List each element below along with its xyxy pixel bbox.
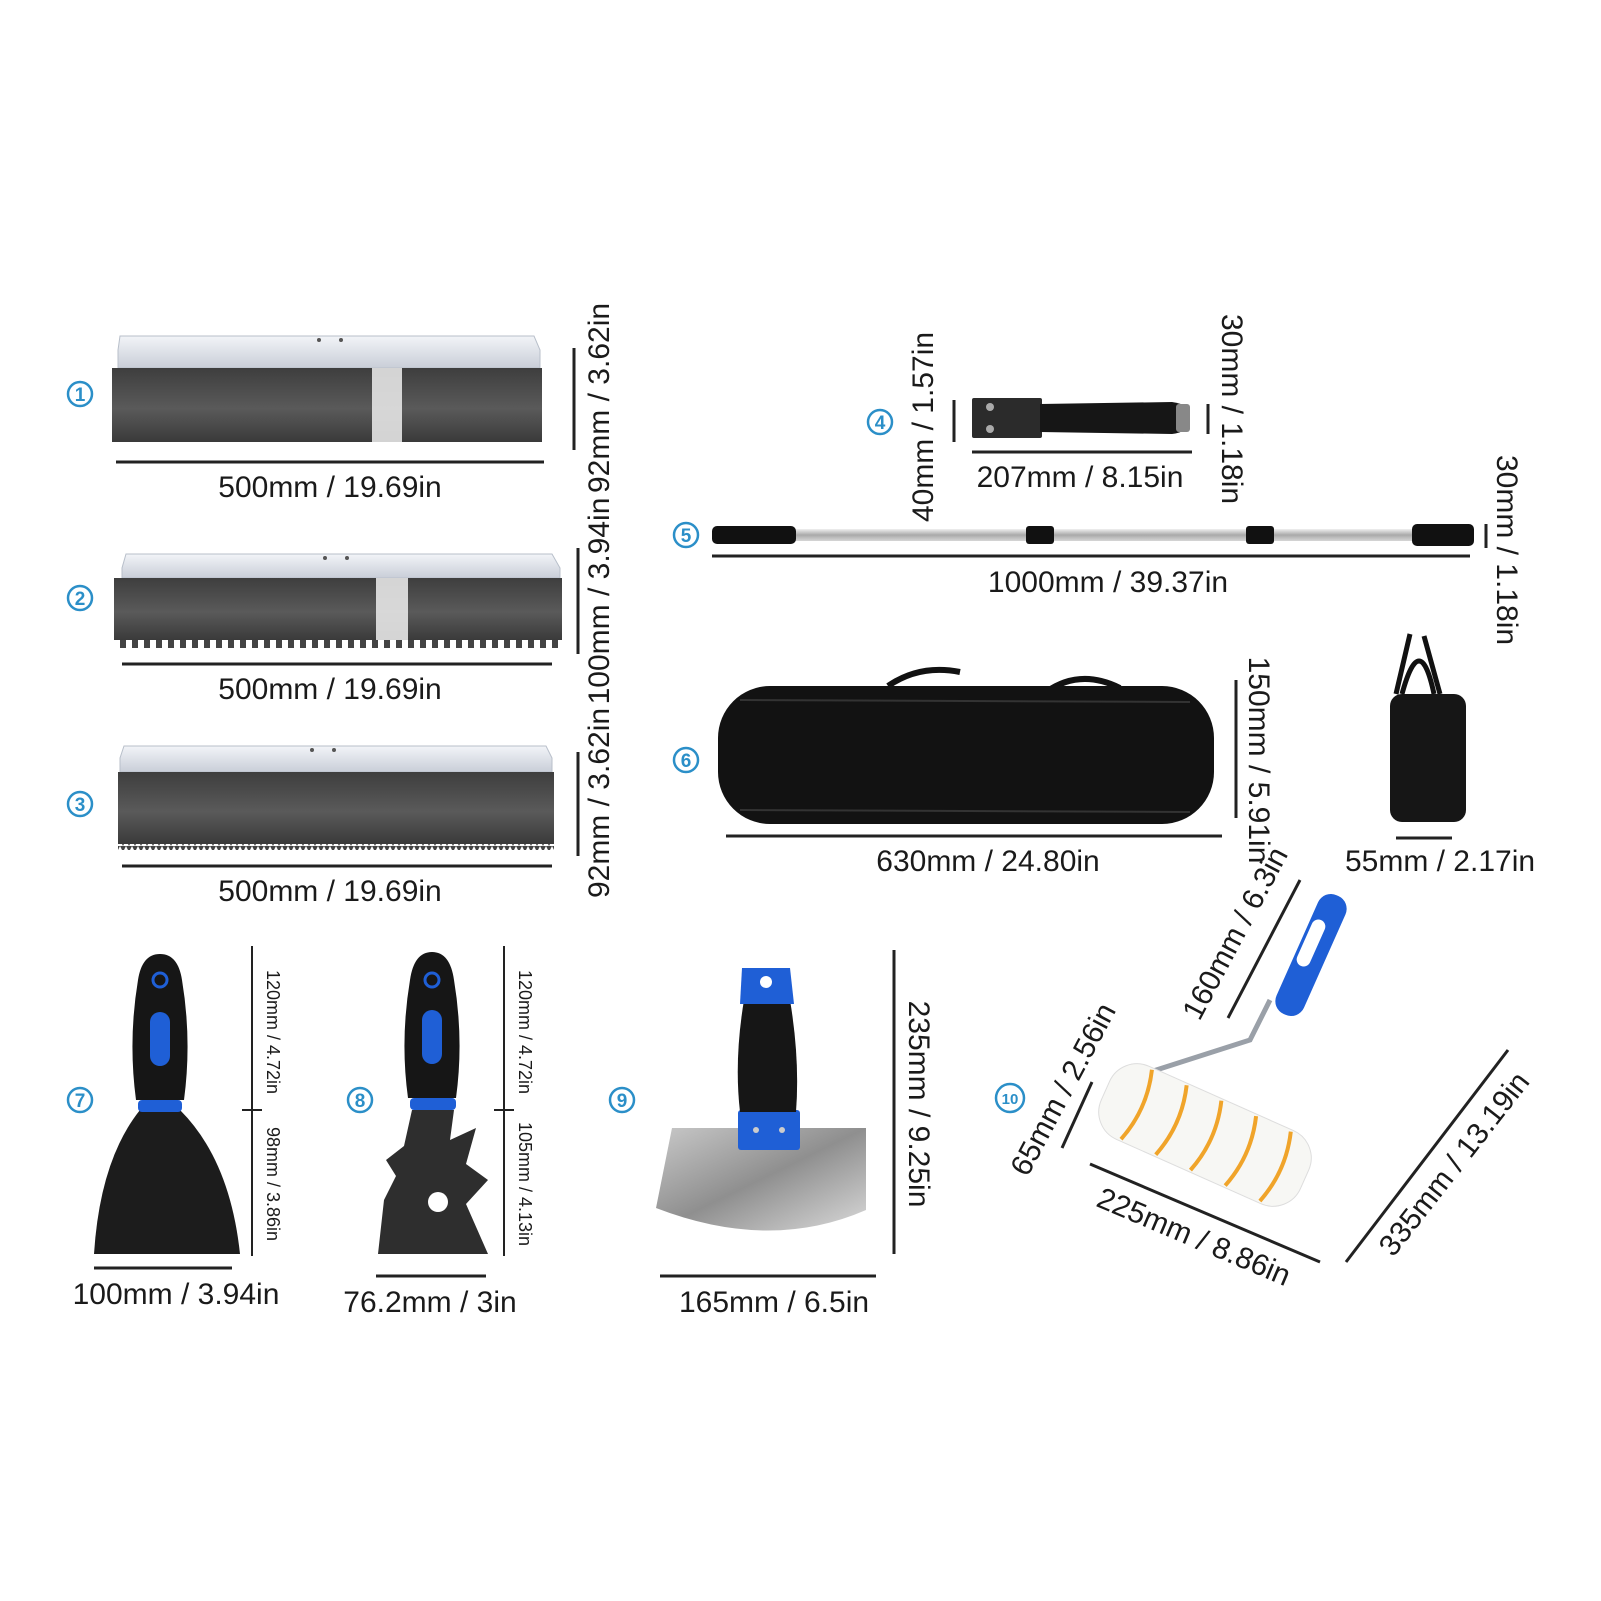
number-badge-8: 8 <box>346 1086 374 1114</box>
width-label-6: 630mm / 24.80in <box>876 845 1099 878</box>
depth-label-4: 30mm / 1.18in <box>1215 314 1248 504</box>
height-label-9: 235mm / 9.25in <box>902 1001 935 1208</box>
svg-text:8: 8 <box>355 1091 366 1112</box>
svg-text:3: 3 <box>75 795 86 816</box>
svg-text:7: 7 <box>75 1091 86 1112</box>
item-3: 3 500mm / 19.69in 92mm / 3.62in <box>66 708 616 908</box>
putty-knife-image <box>94 954 240 1254</box>
svg-text:5: 5 <box>681 526 692 547</box>
svg-text:4: 4 <box>875 413 886 434</box>
blade-label-8: 105mm / 4.13in <box>515 1122 535 1246</box>
width-label-3: 500mm / 19.69in <box>218 875 441 908</box>
depth-label-6: 55mm / 2.17in <box>1345 845 1535 878</box>
height-label-1: 92mm / 3.62in <box>583 303 616 493</box>
height-label-6: 150mm / 5.91in <box>1242 657 1275 864</box>
item-10: 10 160mm / 6.3in 65mm / 2.56in 225mm / 8… <box>994 842 1537 1293</box>
paint-roller-image <box>1098 894 1347 1207</box>
carry-bag-image <box>718 666 1214 824</box>
height-label-2: 100mm / 3.94in <box>583 498 616 705</box>
item-6: 6 630mm / 24.80in 150mm / 5.91in 55mm / … <box>672 633 1535 878</box>
item-4: 4 40mm / 1.57in 207mm / 8.15in 30mm / 1.… <box>866 314 1248 522</box>
svg-text:1: 1 <box>75 385 86 406</box>
number-badge-2: 2 <box>66 584 94 612</box>
notched-trowel-square-image <box>114 553 562 648</box>
item-7: 7 120mm / 4.72in 98mm / 3.86in 100mm / 3… <box>66 946 283 1311</box>
flat-blade-trowel-image <box>112 335 542 442</box>
item-1: 1 500mm / 19.69in 92mm / 3.62in <box>66 303 616 504</box>
svg-text:6: 6 <box>681 751 692 772</box>
height-label-5: 30mm / 1.18in <box>1490 455 1523 645</box>
total-label-10: 335mm / 13.19in <box>1373 1066 1537 1262</box>
width-label-8: 76.2mm / 3in <box>343 1286 516 1319</box>
number-badge-7: 7 <box>66 1086 94 1114</box>
number-badge-4: 4 <box>866 408 894 436</box>
taping-knife-image <box>656 968 866 1231</box>
blade-label-7: 98mm / 3.86in <box>263 1127 283 1241</box>
width-label-4: 207mm / 8.15in <box>977 461 1184 494</box>
width-label-9: 165mm / 6.5in <box>679 1286 869 1319</box>
handle-scraper-image <box>972 398 1190 438</box>
item-2: 2 500mm / 19.69in 100mm / 3.94in <box>66 498 616 706</box>
number-badge-6: 6 <box>672 746 700 774</box>
number-badge-5: 5 <box>672 521 700 549</box>
svg-text:10: 10 <box>1002 1091 1019 1108</box>
carry-bag-side-image <box>1390 633 1466 822</box>
height-label-3: 92mm / 3.62in <box>583 708 616 898</box>
item-9: 9 235mm / 9.25in 165mm / 6.5in <box>608 950 935 1319</box>
svg-text:2: 2 <box>75 589 86 610</box>
multi-tool-scraper-image <box>378 952 488 1254</box>
width-label-2: 500mm / 19.69in <box>218 673 441 706</box>
number-badge-10: 10 <box>994 1082 1026 1114</box>
handle-label-7: 120mm / 4.72in <box>263 970 283 1094</box>
width-label-7: 100mm / 3.94in <box>73 1278 280 1311</box>
svg-text:9: 9 <box>617 1091 628 1112</box>
notched-trowel-fine-image <box>118 745 554 850</box>
width-label-1: 500mm / 19.69in <box>218 471 441 504</box>
item-5: 5 1000mm / 39.37in 30mm / 1.18in <box>672 455 1523 645</box>
number-badge-3: 3 <box>66 790 94 818</box>
width-label-5: 1000mm / 39.37in <box>988 566 1228 599</box>
handle-label-8: 120mm / 4.72in <box>515 970 535 1094</box>
extension-pole-image <box>712 524 1474 546</box>
item-8: 8 120mm / 4.72in 105mm / 4.13in 76.2mm /… <box>343 946 535 1319</box>
number-badge-1: 1 <box>66 380 94 408</box>
height-label-4: 40mm / 1.57in <box>907 332 940 522</box>
number-badge-9: 9 <box>608 1086 636 1114</box>
